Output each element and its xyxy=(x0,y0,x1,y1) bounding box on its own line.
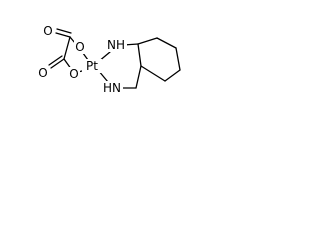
bond-c8a-c8 xyxy=(137,37,158,45)
bond-c6-c5 xyxy=(164,69,181,82)
double-bond-upper-b xyxy=(56,28,72,34)
double-bond-lower-a xyxy=(50,58,65,69)
bond-c8-c7 xyxy=(156,37,177,49)
bond-c8a-c4a xyxy=(137,43,142,67)
bond-c7-c6 xyxy=(175,47,181,71)
bond-ch2-c4a xyxy=(135,65,142,89)
atom-platinum: Pt xyxy=(86,59,98,73)
atom-carbonyl-oxygen-lower: O xyxy=(38,66,47,80)
bond-c-upper-c-lower xyxy=(63,36,71,60)
double-bond-lower-b xyxy=(48,55,63,66)
atom-nitrogen-lower: HN xyxy=(103,81,121,95)
bond-c5-c4a xyxy=(140,65,166,82)
chemical-structure-diagram: O O Pt NH HN O O xyxy=(37,24,181,95)
atom-oxygen-lower: O xyxy=(69,67,78,81)
atom-oxygen-upper: O xyxy=(75,40,84,54)
atom-carbonyl-oxygen-upper: O xyxy=(43,24,52,38)
atom-nitrogen-upper: NH xyxy=(107,38,125,52)
double-bond-upper-a xyxy=(55,32,71,38)
